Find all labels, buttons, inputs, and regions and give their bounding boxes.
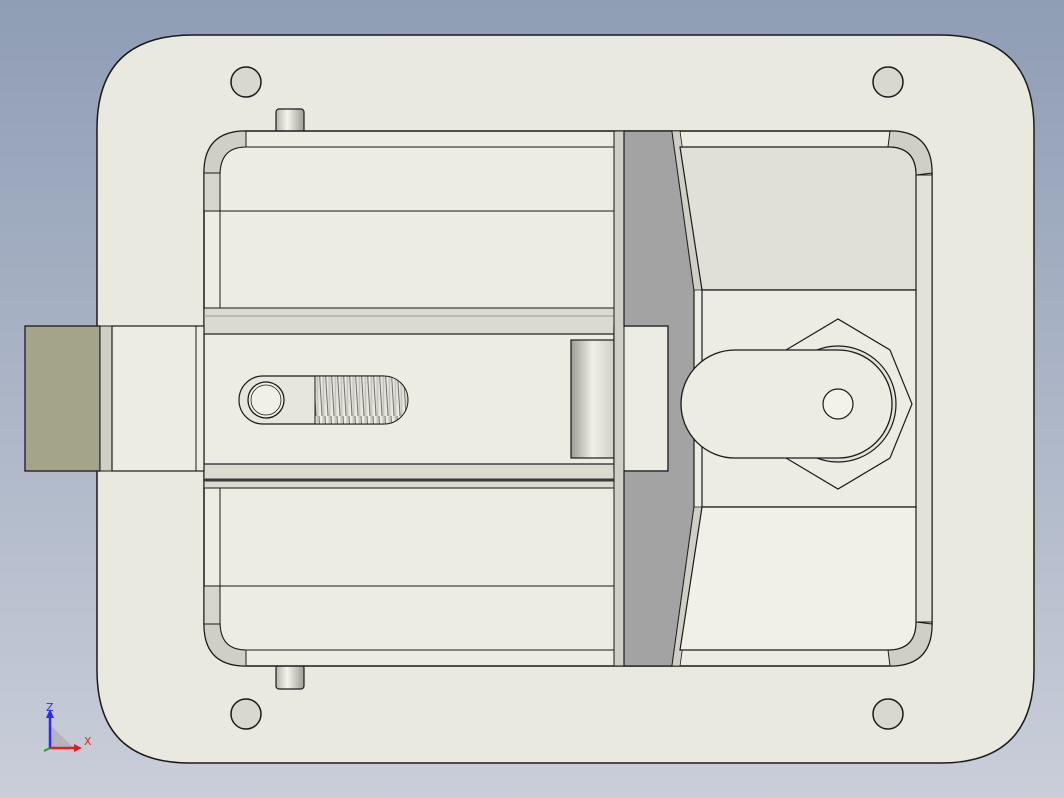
view-orientation-triad[interactable]: Z X bbox=[43, 701, 92, 752]
mounting-hole-bottom-right bbox=[872, 698, 904, 730]
lock-cylinder-icon bbox=[822, 388, 854, 420]
spring-pin-icon bbox=[247, 381, 285, 419]
pin-top bbox=[275, 108, 305, 134]
triad-label-z: Z bbox=[46, 701, 54, 714]
mounting-hole-top-left bbox=[230, 66, 262, 98]
mounting-hole-bottom-left bbox=[230, 698, 262, 730]
pin-bottom bbox=[275, 664, 305, 690]
mounting-hole-top-right bbox=[872, 66, 904, 98]
cam-lever[interactable] bbox=[680, 349, 893, 459]
triad-label-x: X bbox=[84, 735, 92, 748]
latch-bolt[interactable] bbox=[24, 325, 205, 472]
mounting-holes bbox=[230, 66, 904, 730]
y-axis bbox=[43, 747, 51, 752]
paddle-shadow-band bbox=[613, 130, 703, 667]
